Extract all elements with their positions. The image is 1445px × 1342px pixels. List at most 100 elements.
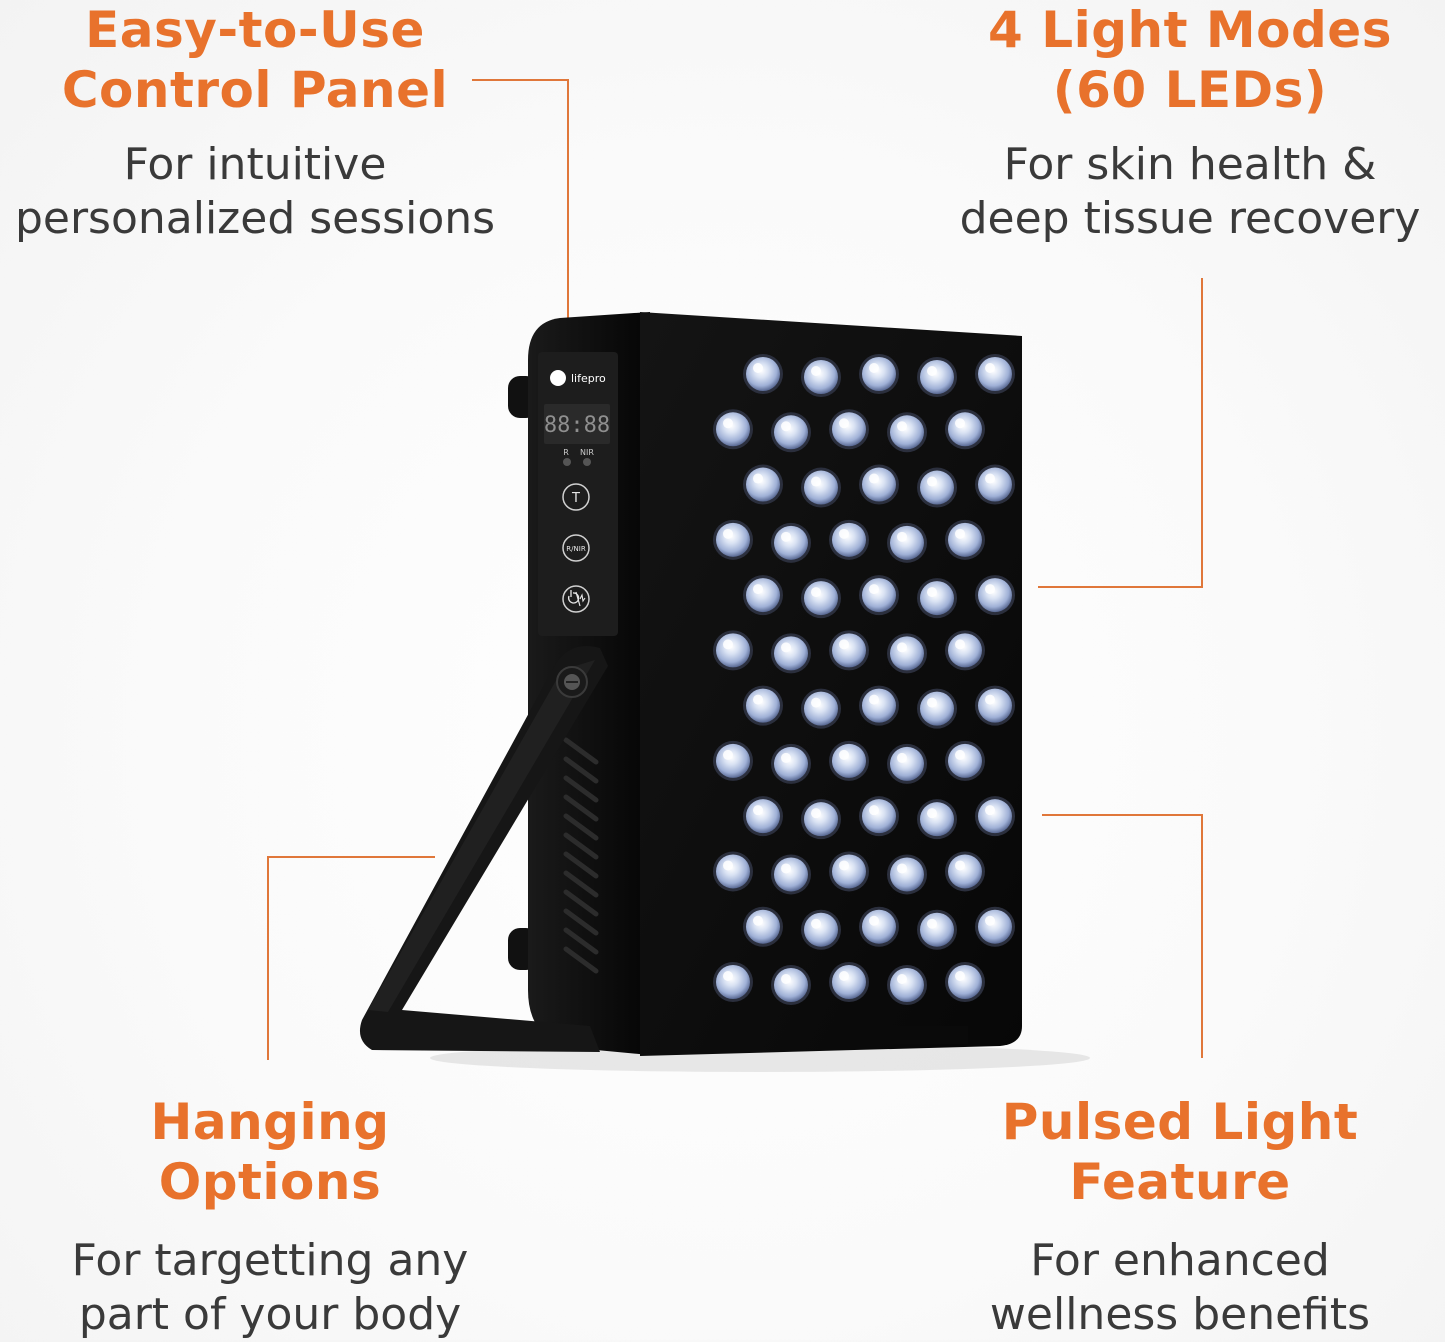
- led-1: [743, 354, 783, 394]
- led-52: [801, 909, 841, 950]
- brand-name: lifepro: [571, 372, 606, 385]
- vent-slot: [563, 889, 599, 917]
- control-panel-desc-line1: For intuitive: [123, 139, 387, 190]
- led-30: [945, 630, 985, 671]
- led-46: [713, 851, 753, 892]
- led-23: [859, 575, 899, 616]
- led-29: [887, 633, 927, 674]
- callout-pulsed: Pulsed Light Feature For enhanced wellne…: [930, 1092, 1430, 1342]
- hanging-desc-line2: part of your body: [78, 1289, 462, 1340]
- led-9: [887, 412, 927, 453]
- led-37: [771, 743, 811, 784]
- vent-slots: [563, 737, 599, 974]
- control-panel-heading: Easy-to-Use Control Panel: [0, 0, 510, 120]
- led-44: [917, 799, 957, 840]
- indicator-nir-label: NIR: [580, 448, 594, 457]
- control-panel-description: For intuitive personalized sessions: [0, 138, 510, 246]
- vent-slot: [563, 813, 599, 841]
- led-53: [859, 906, 899, 947]
- led-13: [859, 464, 899, 505]
- led-16: [713, 519, 753, 560]
- light-modes-desc-line2: deep tissue recovery: [959, 193, 1421, 244]
- callout-control-panel: Easy-to-Use Control Panel For intuitive …: [0, 0, 510, 246]
- pulsed-heading-line2: Feature: [1069, 1153, 1291, 1211]
- led-14: [917, 467, 957, 508]
- pulsed-description: For enhanced wellness benefits: [930, 1234, 1430, 1342]
- pulse-icon: [579, 593, 586, 603]
- led-32: [801, 688, 841, 729]
- led-50: [945, 851, 985, 892]
- callout-light-modes: 4 Light Modes (60 LEDs) For skin health …: [935, 0, 1445, 246]
- vent-slot: [563, 908, 599, 936]
- light-modes-description: For skin health & deep tissue recovery: [935, 138, 1445, 246]
- leader-line-hanging: [267, 856, 435, 1060]
- pulsed-desc-line2: wellness benefits: [989, 1289, 1371, 1340]
- pulsed-desc-line1: For enhanced: [1030, 1235, 1330, 1286]
- pulsed-heading-line1: Pulsed Light: [1001, 1093, 1359, 1151]
- led-36: [713, 740, 753, 781]
- led-4: [917, 357, 957, 397]
- leader-line-pulsed: [1042, 814, 1203, 1058]
- light-modes-heading-line2: (60 LEDs): [1052, 61, 1328, 119]
- led-15: [975, 464, 1015, 505]
- timer-button-label: T: [571, 491, 580, 506]
- led-57: [771, 965, 811, 1005]
- hanging-heading: Hanging Options: [10, 1092, 530, 1212]
- led-2: [801, 357, 841, 397]
- hanging-heading-line2: Options: [158, 1153, 382, 1211]
- led-35: [975, 685, 1015, 726]
- vent-slot: [563, 756, 599, 784]
- led-38: [829, 740, 869, 781]
- led-20: [945, 519, 985, 560]
- control-panel-heading-line2: Control Panel: [61, 61, 449, 119]
- timer-button[interactable]: T: [562, 483, 590, 511]
- led-39: [887, 743, 927, 784]
- led-19: [887, 522, 927, 563]
- vent-slot: [563, 794, 599, 822]
- mode-button[interactable]: R/NIR: [562, 534, 590, 562]
- led-6: [713, 409, 753, 450]
- vent-slot: [563, 851, 599, 879]
- led-59: [887, 965, 927, 1005]
- led-56: [713, 962, 753, 1002]
- indicator-r-light: [563, 458, 571, 466]
- led-28: [829, 630, 869, 671]
- vent-slot: [563, 946, 599, 974]
- vent-slot: [563, 775, 599, 803]
- led-27: [771, 633, 811, 674]
- led-8: [829, 409, 869, 450]
- led-51: [743, 906, 783, 947]
- callout-hanging: Hanging Options For targetting any part …: [10, 1092, 530, 1342]
- led-31: [743, 685, 783, 726]
- pulsed-heading: Pulsed Light Feature: [930, 1092, 1430, 1212]
- led-58: [829, 962, 869, 1002]
- led-24: [917, 578, 957, 619]
- led-5: [975, 354, 1015, 394]
- indicator-r-label: R: [563, 448, 569, 457]
- vent-slot: [563, 737, 599, 765]
- power-pulse-button[interactable]: [562, 585, 590, 613]
- led-43: [859, 796, 899, 837]
- led-7: [771, 412, 811, 453]
- indicator-nir-light: [583, 458, 591, 466]
- led-49: [887, 854, 927, 895]
- led-17: [771, 522, 811, 563]
- led-25: [975, 575, 1015, 616]
- light-modes-heading-line1: 4 Light Modes: [988, 1, 1392, 59]
- kickstand: [359, 646, 608, 1052]
- led-11: [743, 464, 783, 505]
- light-modes-desc-line1: For skin health &: [1003, 139, 1377, 190]
- timer-readout: 88:88: [544, 413, 610, 438]
- led-21: [743, 575, 783, 616]
- control-panel-heading-line1: Easy-to-Use: [85, 1, 425, 59]
- led-33: [859, 685, 899, 726]
- led-60: [945, 962, 985, 1002]
- control-panel-desc-line2: personalized sessions: [14, 193, 496, 244]
- timer-display: [544, 404, 610, 444]
- hanging-desc-line1: For targetting any: [71, 1235, 469, 1286]
- device-foot: [838, 1026, 968, 1044]
- hanging-heading-line1: Hanging: [150, 1093, 390, 1151]
- vent-slot: [563, 832, 599, 860]
- led-41: [743, 796, 783, 837]
